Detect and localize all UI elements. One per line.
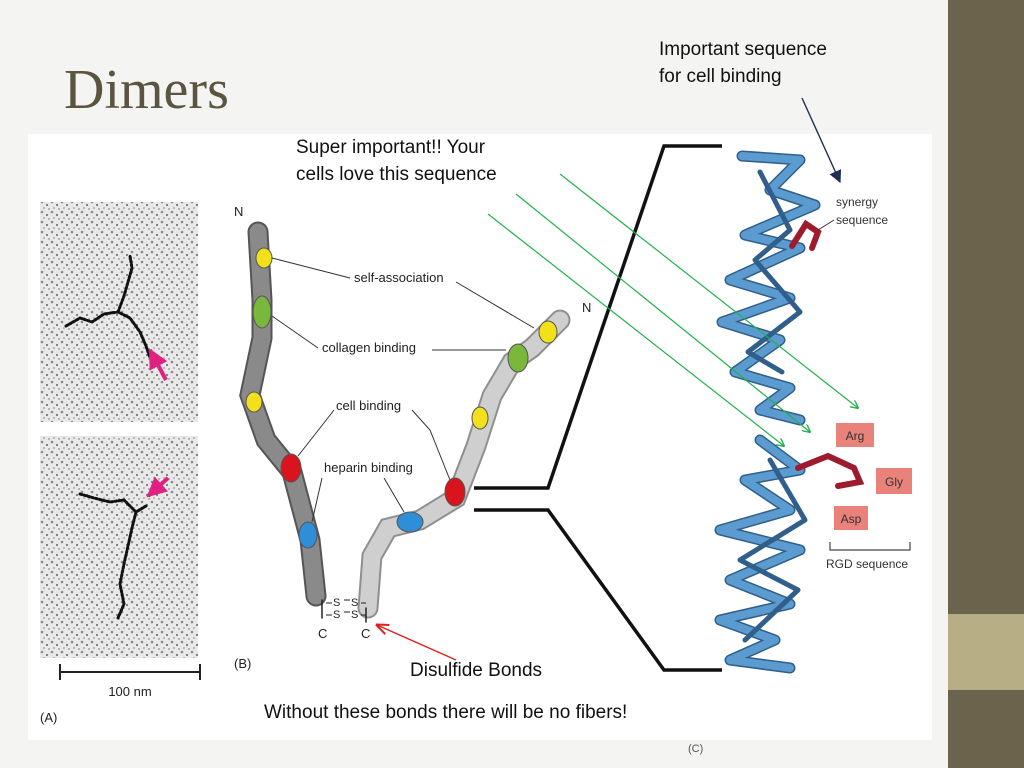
asp-label: Asp	[841, 512, 862, 526]
disulfide-s-3: S	[333, 609, 340, 621]
arg-label: Arg	[846, 429, 865, 443]
left-self-association-domain	[255, 247, 273, 269]
gly-box	[876, 468, 912, 494]
right-self-association-domain	[538, 320, 558, 344]
disulfide-s-1: S	[333, 597, 340, 609]
panel-c-label: (C)	[688, 743, 703, 755]
micrograph-bottom	[40, 436, 198, 658]
callout-no-fibers: Without these bonds there will be no fib…	[264, 702, 628, 723]
left-chain	[239, 221, 327, 619]
right-collagen-domain	[507, 343, 529, 373]
callout-super-important: Super important!! Your cells love this s…	[296, 135, 497, 188]
arg-box	[836, 423, 874, 447]
gly-label: Gly	[885, 475, 903, 489]
callout-cell-binding-line2: for cell binding	[659, 65, 782, 87]
rgd-sequence-label: RGD sequence	[826, 557, 908, 571]
panel-b-label: (B)	[234, 656, 251, 671]
c-terminus-right: C	[361, 626, 370, 641]
upper-module-ribbon	[716, 150, 821, 426]
label-cell-binding: cell binding	[336, 398, 401, 413]
panel-a-micrographs: 100 nm (A)	[40, 202, 201, 725]
c-terminus-left: C	[318, 626, 327, 641]
red-arrow	[377, 625, 457, 661]
right-cell-binding-domain	[444, 477, 466, 507]
left-cell-binding-domain	[280, 453, 302, 483]
green-arrow-1	[559, 173, 858, 408]
lower-module-ribbon	[714, 434, 808, 674]
right-fiber-domain	[471, 406, 489, 430]
left-collagen-domain	[252, 295, 272, 329]
n-terminus-right: N	[582, 300, 591, 315]
zoom-bracket	[474, 144, 722, 672]
synergy-loop	[789, 219, 822, 251]
label-heparin-binding: heparin binding	[324, 460, 413, 475]
callout-disulfide: Disulfide Bonds	[410, 660, 543, 681]
scale-bar-label: 100 nm	[108, 684, 151, 699]
n-terminus-left: N	[234, 204, 243, 219]
slide-title: Dimers	[64, 59, 229, 121]
left-fiber-domain	[245, 391, 263, 413]
green-arrow-2	[515, 193, 810, 432]
callout-cell-binding-line1: Important sequence	[659, 39, 827, 60]
panel-b-dimer: N N	[234, 204, 591, 671]
rgd-loop	[795, 452, 865, 489]
disulfide-s-4: S	[351, 609, 358, 621]
synergy-label-line2: sequence	[836, 213, 888, 227]
synergy-label-line1: synergy	[836, 195, 878, 209]
left-heparin-domain	[298, 521, 318, 549]
callout-cell-binding: Important sequence for cell binding	[659, 37, 827, 90]
disulfide-s-2: S	[351, 597, 358, 609]
callout-super-important-line2: cells love this sequence	[296, 163, 497, 185]
panel-c-structure: synergy sequence Arg Gly Asp RGD sequenc…	[688, 150, 912, 755]
panel-a-label: (A)	[40, 710, 57, 725]
asp-box	[834, 506, 868, 530]
right-accent-block	[948, 614, 1024, 690]
label-collagen-binding: collagen binding	[322, 340, 416, 355]
green-arrow-3	[487, 213, 784, 446]
callout-super-important-line1: Super important!! Your	[296, 137, 486, 158]
label-self-association: self-association	[354, 270, 444, 285]
navy-arrow	[801, 97, 842, 184]
annotation-arrows	[377, 97, 858, 661]
right-heparin-domain	[396, 511, 424, 533]
